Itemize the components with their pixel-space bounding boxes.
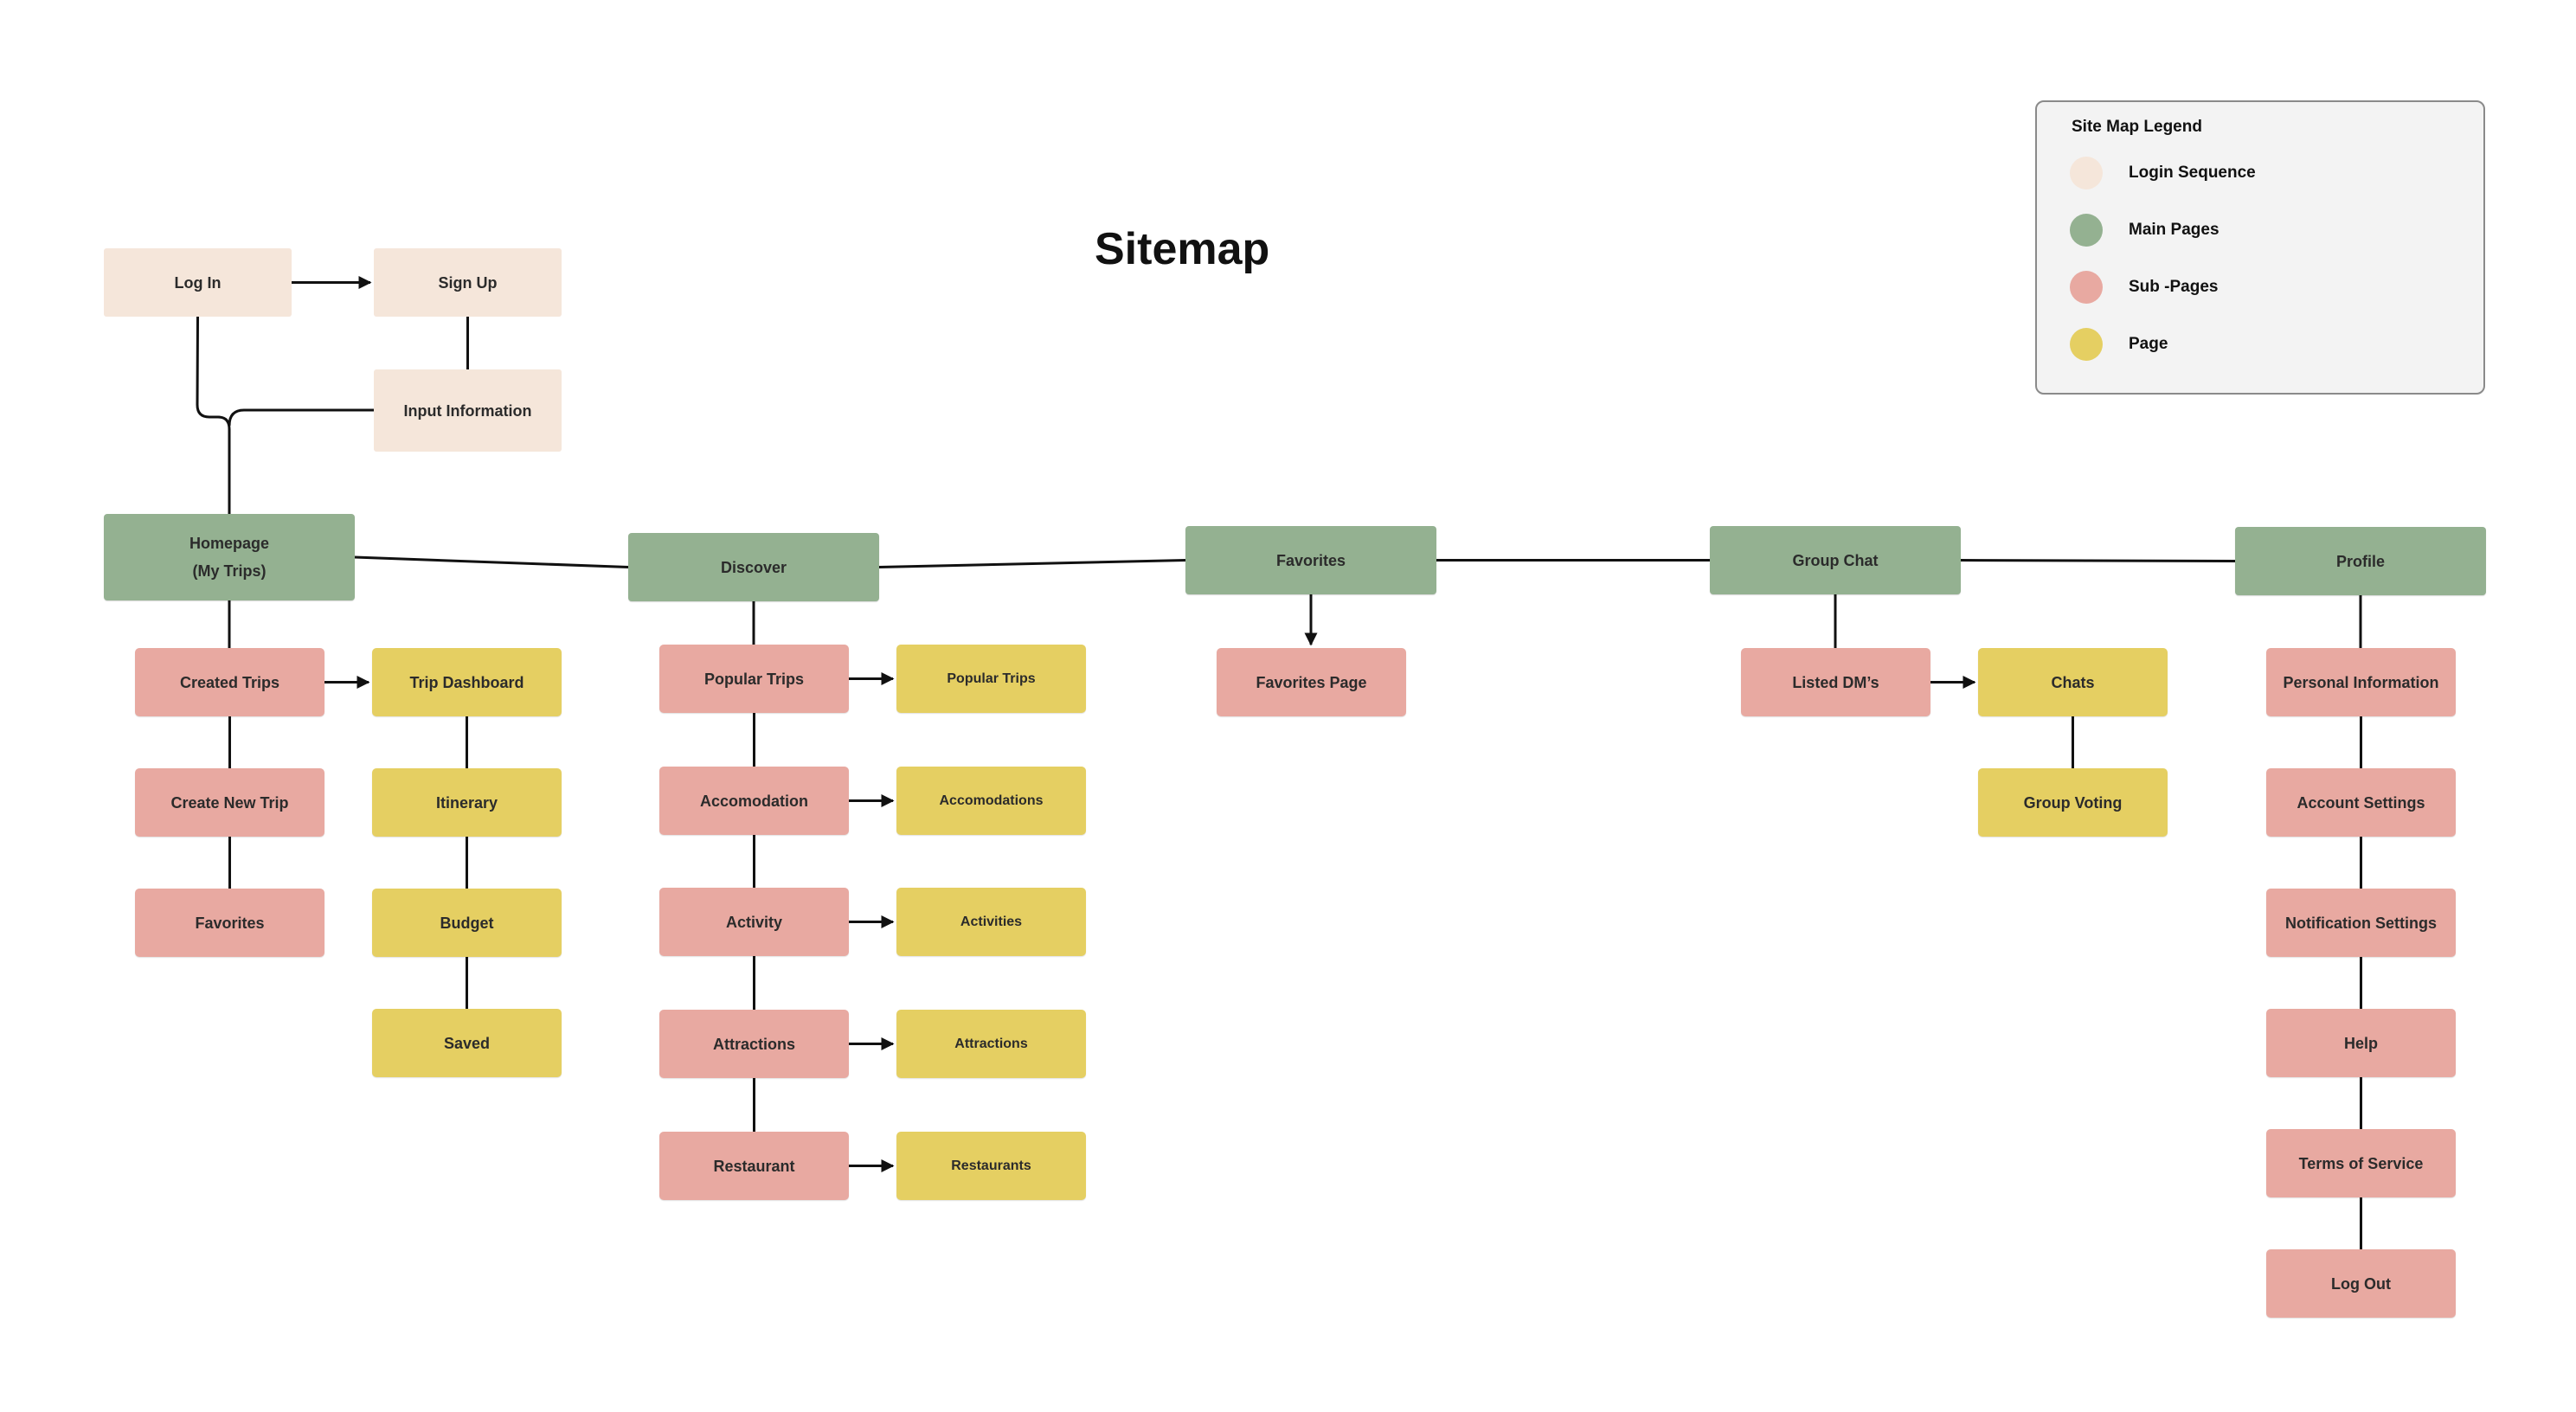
legend-panel: Site Map Legend Login Sequence Main Page… <box>2035 100 2485 395</box>
legend-item-sub-pages: Sub -Pages <box>2070 270 2218 305</box>
node-create-new-trip: Create New Trip <box>135 768 324 837</box>
node-favorites-sub: Favorites <box>135 889 324 957</box>
legend-swatch <box>2070 271 2103 304</box>
node-popular-trips-page: Popular Trips <box>896 645 1086 713</box>
node-activities-page: Activities <box>896 888 1086 956</box>
node-groupchat: Group Chat <box>1710 526 1961 594</box>
legend-item-login-sequence: Login Sequence <box>2070 156 2256 190</box>
node-login: Log In <box>104 248 292 317</box>
node-discover: Discover <box>628 533 879 601</box>
edge-input-info-to-homepage <box>228 408 374 427</box>
node-popular-trips: Popular Trips <box>659 645 849 713</box>
legend-label: Page <box>2129 335 2168 353</box>
legend-label: Login Sequence <box>2129 164 2256 182</box>
legend-item-main-pages: Main Pages <box>2070 213 2219 247</box>
node-notification-settings: Notification Settings <box>2266 889 2456 957</box>
edge-homepage-to-discover <box>354 555 629 568</box>
node-budget: Budget <box>372 889 562 957</box>
node-input-info: Input Information <box>374 369 562 452</box>
legend-title: Site Map Legend <box>2072 118 2202 136</box>
node-attractions-page: Attractions <box>896 1010 1086 1078</box>
node-activity: Activity <box>659 888 849 956</box>
legend-label: Main Pages <box>2129 221 2219 239</box>
node-favorites-page: Favorites Page <box>1217 648 1406 716</box>
edge-discover-to-favorites-main <box>878 559 1186 568</box>
node-itinerary: Itinerary <box>372 768 562 837</box>
legend-swatch <box>2070 214 2103 247</box>
legend-swatch <box>2070 328 2103 361</box>
node-accomodation: Accomodation <box>659 767 849 835</box>
node-personal-info: Personal Information <box>2266 648 2456 716</box>
node-homepage: Homepage (My Trips) <box>104 514 355 600</box>
node-logout: Log Out <box>2266 1249 2456 1318</box>
node-profile: Profile <box>2235 527 2486 595</box>
edge-login-to-homepage <box>196 316 231 514</box>
node-help: Help <box>2266 1009 2456 1077</box>
node-restaurants-page: Restaurants <box>896 1132 1086 1200</box>
node-group-voting: Group Voting <box>1978 768 2168 837</box>
node-trip-dashboard: Trip Dashboard <box>372 648 562 716</box>
legend-label: Sub -Pages <box>2129 278 2219 296</box>
edge-groupchat-to-profile <box>1960 559 2236 562</box>
node-terms: Terms of Service <box>2266 1129 2456 1197</box>
node-saved: Saved <box>372 1009 562 1077</box>
node-listed-dms: Listed DM’s <box>1741 648 1930 716</box>
node-created-trips: Created Trips <box>135 648 324 716</box>
diagram-title: Sitemap <box>1095 224 1270 274</box>
node-attractions-sub: Attractions <box>659 1010 849 1078</box>
node-account-settings: Account Settings <box>2266 768 2456 837</box>
legend-item-page: Page <box>2070 327 2168 362</box>
legend-swatch <box>2070 157 2103 189</box>
node-chats: Chats <box>1978 648 2168 716</box>
node-favorites-main: Favorites <box>1185 526 1436 594</box>
node-signup: Sign Up <box>374 248 562 317</box>
node-accomodations-page: Accomodations <box>896 767 1086 835</box>
node-restaurant: Restaurant <box>659 1132 849 1200</box>
